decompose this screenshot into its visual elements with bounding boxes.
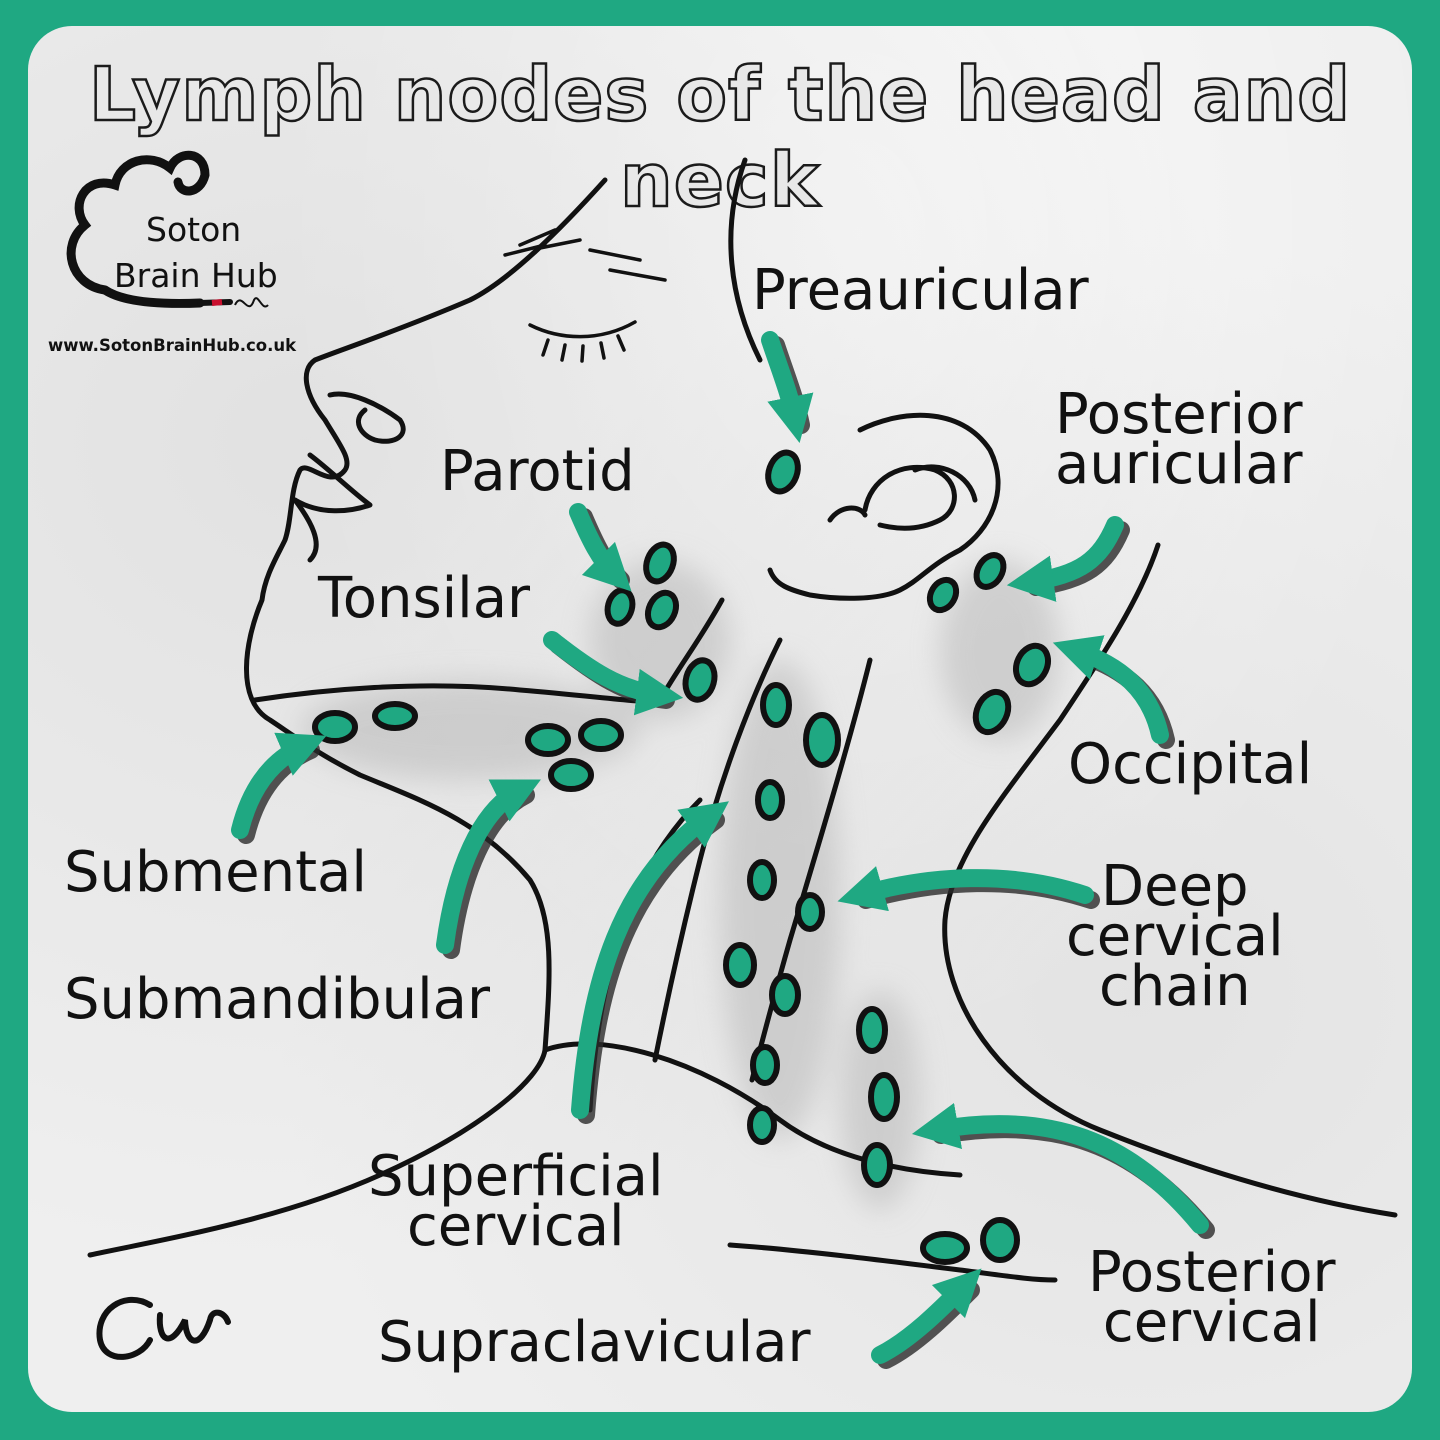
lymph-nodes: [312, 449, 1052, 1265]
label-supraclavicular: Supraclavicular: [378, 1310, 811, 1375]
logo-name-line1: Soton: [146, 210, 242, 249]
label-parotid: Parotid: [440, 439, 635, 504]
label-occipital: Occipital: [1068, 732, 1313, 797]
label-submandibular: Submandibular: [64, 967, 490, 1032]
head-outline: [87, 157, 1398, 1283]
label-posterior-cervical: Posterior cervical: [1088, 1240, 1336, 1355]
logo-url: www.SotonBrainHub.co.uk: [48, 336, 297, 355]
pointer-arrows: [231, 331, 1215, 1369]
brain-cloud-logo-icon: [66, 150, 210, 308]
label-submental: Submental: [64, 840, 367, 905]
label-deep-cervical-chain: Deep cervical chain: [1066, 854, 1284, 1019]
label-posterior-auricular: Posterior auricular: [1055, 382, 1303, 497]
label-preauricular: Preauricular: [752, 258, 1089, 323]
pen-icon: [197, 297, 269, 308]
diagram-card: [28, 26, 1412, 1412]
label-tonsilar: Tonsilar: [318, 566, 531, 631]
signature-icon: [96, 1297, 231, 1360]
diagram-title: Lymph nodes of the head and neck: [88, 51, 1352, 226]
eye-details: [503, 228, 667, 363]
logo-name-line2: Brain Hub: [114, 256, 278, 295]
label-superficial-cervical: Superficial cervical: [368, 1144, 664, 1259]
